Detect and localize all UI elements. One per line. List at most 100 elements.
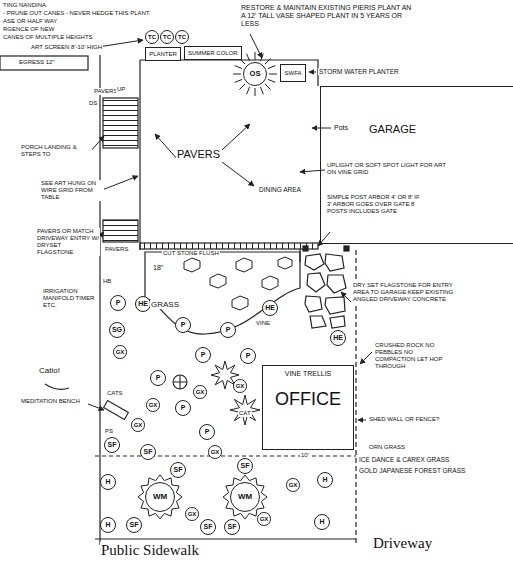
plant-code: P bbox=[156, 374, 161, 382]
plan-note: GOLD JAPANESE FOREST GRASS bbox=[358, 467, 470, 474]
plant-code: HE bbox=[265, 304, 275, 312]
flagstone-entry bbox=[330, 316, 345, 328]
plant-circle: P bbox=[220, 322, 236, 338]
planter-box: SUMMER COLOR bbox=[184, 46, 242, 60]
flagstone-entry bbox=[303, 246, 308, 251]
plant-code: P bbox=[205, 428, 210, 436]
plan-note: IRRIGATION MANIFOLD TIMER ETC. bbox=[42, 288, 99, 309]
plant-circle: P bbox=[175, 317, 191, 333]
plant-code: HE bbox=[333, 334, 343, 342]
plant-code: GX bbox=[134, 422, 143, 429]
area-name: SUMMER COLOR bbox=[188, 50, 238, 57]
plant-code: H bbox=[322, 476, 327, 484]
flagstone-entry bbox=[307, 273, 325, 292]
pieris-burst bbox=[239, 84, 245, 90]
plant-circle: SF bbox=[237, 458, 253, 474]
flagstone-entry bbox=[305, 254, 324, 270]
plant-circle: SF bbox=[170, 462, 186, 478]
plan-note: UPLIGHT OR SOFT SPOT LIGHT FOR ART ON VI… bbox=[326, 162, 448, 176]
plan-note: Pots bbox=[333, 124, 349, 132]
plan-note: PS bbox=[104, 428, 114, 435]
plant-circle: H bbox=[100, 474, 116, 490]
plan-note: CANES OF MULTIPLE HEIGHTS bbox=[2, 34, 94, 41]
plant-circle: GX bbox=[233, 379, 247, 393]
entry-steps bbox=[103, 220, 138, 242]
plant-code: SF bbox=[241, 462, 250, 470]
pieris-burst bbox=[269, 74, 277, 75]
leader-arrows bbox=[309, 72, 316, 73]
plan-note: CATS bbox=[106, 390, 124, 397]
pieris-burst bbox=[268, 66, 275, 69]
tree-symbols bbox=[138, 52, 277, 519]
plan-note: ASE OR HALF WAY bbox=[2, 18, 58, 25]
plant-code: TC bbox=[148, 34, 156, 41]
sidewalk-edge bbox=[95, 538, 356, 539]
plant-code: SF bbox=[108, 441, 117, 449]
plan-note: PAVERS OR MATCH DRIVEWAY ENTRY W/ DRYSET… bbox=[36, 228, 100, 256]
plant-code: P bbox=[116, 299, 121, 307]
flagstone-entry bbox=[327, 275, 346, 293]
plant-code: GX bbox=[196, 389, 205, 396]
plant-circle: P bbox=[199, 424, 215, 440]
plant-circle: GX bbox=[131, 418, 145, 432]
tree-symbol bbox=[230, 395, 260, 425]
plan-note: RGENCE OF NEW bbox=[2, 26, 55, 33]
plant-circle: HE bbox=[330, 330, 346, 346]
plan-note: GRASS bbox=[150, 300, 180, 309]
birdbath-symbol bbox=[173, 375, 187, 389]
plant-circle: SF bbox=[140, 444, 156, 460]
plan-note: Catio! bbox=[38, 366, 61, 375]
plant-code: GX bbox=[149, 402, 158, 409]
storm-planter: SWFA bbox=[280, 64, 306, 82]
planter-box: PLANTER bbox=[145, 47, 181, 61]
plant-code: SF bbox=[228, 523, 237, 531]
property-line bbox=[99, 55, 100, 545]
plan-note: UP bbox=[116, 86, 126, 93]
pieris-burst bbox=[247, 54, 250, 61]
stepping-stones bbox=[232, 296, 248, 310]
plan-note: ORN GRASS bbox=[368, 444, 406, 451]
pieris-burst bbox=[233, 74, 241, 75]
plant-code: TC bbox=[163, 34, 171, 41]
plant-code: P bbox=[181, 321, 186, 329]
leader-arrows bbox=[312, 128, 331, 129]
plant-circle: GX bbox=[185, 507, 199, 521]
stepping-stones bbox=[236, 258, 252, 272]
plant-code: GX bbox=[188, 511, 197, 518]
leader-arrows bbox=[88, 404, 104, 410]
street-label: Driveway bbox=[372, 535, 433, 552]
leader-arrows bbox=[341, 292, 351, 302]
plant-circle: GX bbox=[286, 478, 300, 492]
plan-note: CAT bbox=[238, 410, 252, 417]
plant-circle: TC bbox=[175, 30, 189, 44]
plan-note: EGRESS 12" bbox=[18, 59, 55, 66]
plant-circle: P bbox=[110, 295, 126, 311]
cut-stone-band bbox=[140, 243, 318, 249]
plant-code: SF bbox=[204, 523, 213, 531]
egress-window bbox=[0, 56, 88, 70]
plant-circle: SF bbox=[200, 519, 216, 535]
plant-code: P bbox=[181, 404, 186, 412]
leader-arrows bbox=[222, 162, 254, 186]
plan-note: VINE bbox=[255, 320, 271, 327]
plant-circle: H bbox=[317, 472, 333, 488]
plant-code: GX bbox=[211, 449, 220, 456]
leader-arrows bbox=[102, 176, 138, 190]
office-building: VINE TRELLISOFFICE bbox=[262, 365, 354, 450]
plan-note: - PRUNE OUT CANES - NEVER HEDGE THIS PLA… bbox=[2, 10, 151, 17]
plant-circle: HE bbox=[135, 296, 151, 312]
plant-circle: P bbox=[150, 370, 166, 386]
plan-note: MEDITATION BENCH bbox=[20, 398, 81, 405]
porch-edge bbox=[139, 60, 140, 250]
plant-circle: WM bbox=[230, 482, 260, 512]
plan-note: RESTORE & MAINTAIN EXISTING PIERIS PLANT… bbox=[240, 4, 417, 28]
plan-note: SHED WALL OR FENCE? bbox=[368, 416, 440, 423]
pieris-burst bbox=[247, 87, 250, 94]
plant-circle: GX bbox=[208, 445, 222, 459]
stepping-stones bbox=[278, 257, 292, 269]
pieris-burst bbox=[268, 79, 275, 82]
plant-code: P bbox=[246, 352, 251, 360]
plant-code: SF bbox=[130, 521, 139, 529]
stepping-stones bbox=[262, 276, 278, 290]
